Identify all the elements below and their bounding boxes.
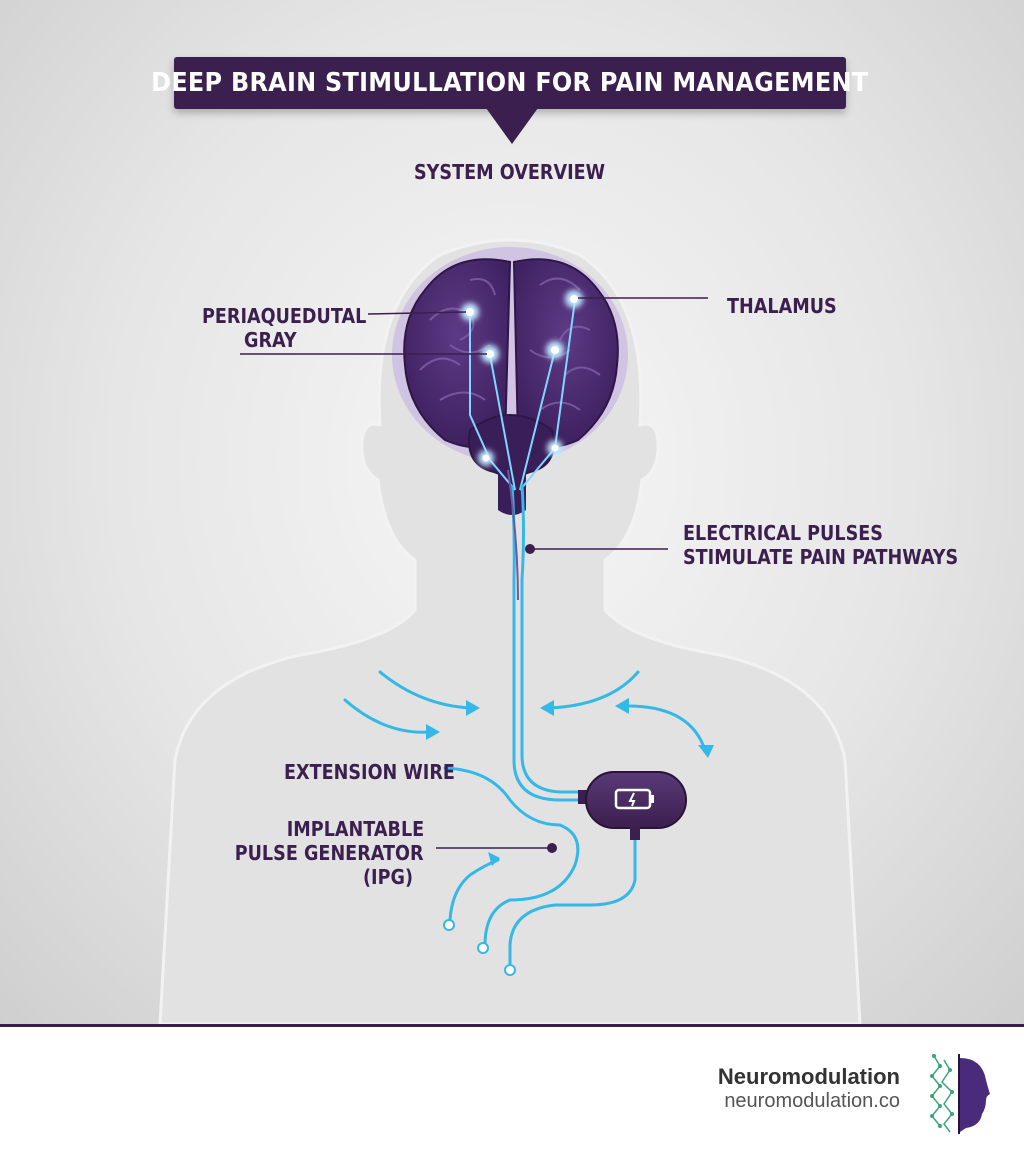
battery-icon [614,788,654,810]
head-logo-icon [930,1054,990,1134]
lead-wire [507,469,585,802]
title-banner: DEEP BRAIN STIMULLATION FOR PAIN MANAGEM… [151,57,868,109]
label-ipg-line1: IMPLANTABLE [286,817,424,841]
extension-wire [443,766,637,970]
label-ipg-line3: (IPG) [363,865,413,889]
footer-divider [0,1024,1024,1027]
label-pag-line2: GRAY [244,328,297,352]
wire-endpoints [443,919,516,976]
flow-arrows [343,670,707,752]
brand-url: neuromodulation.co [724,1090,900,1112]
diagram-subtitle: SYSTEM OVERVIEW [414,160,606,184]
banner-pointer [486,108,538,144]
electrode-contacts [461,290,583,466]
label-extension-wire: EXTENSION WIRE [284,760,455,784]
brand-name: Neuromodulation [717,1064,900,1089]
label-pulses-line2: STIMULATE PAIN PATHWAYS [683,545,959,569]
ipg-device [578,771,687,840]
label-thalamus: THALAMUS [727,294,837,318]
diagram-canvas: DEEP BRAIN STIMULLATION FOR PAIN MANAGEM… [0,0,1024,1024]
label-ipg-line2: PULSE GENERATOR [235,841,424,865]
label-pag-line1: PERIAQUEDUTAL [202,304,367,328]
label-pulses-line1: ELECTRICAL PULSES [683,521,883,545]
body-silhouette [158,238,862,1024]
dbs-diagram [158,238,862,1024]
page-title: DEEP BRAIN STIMULLATION FOR PAIN MANAGEM… [151,68,869,98]
